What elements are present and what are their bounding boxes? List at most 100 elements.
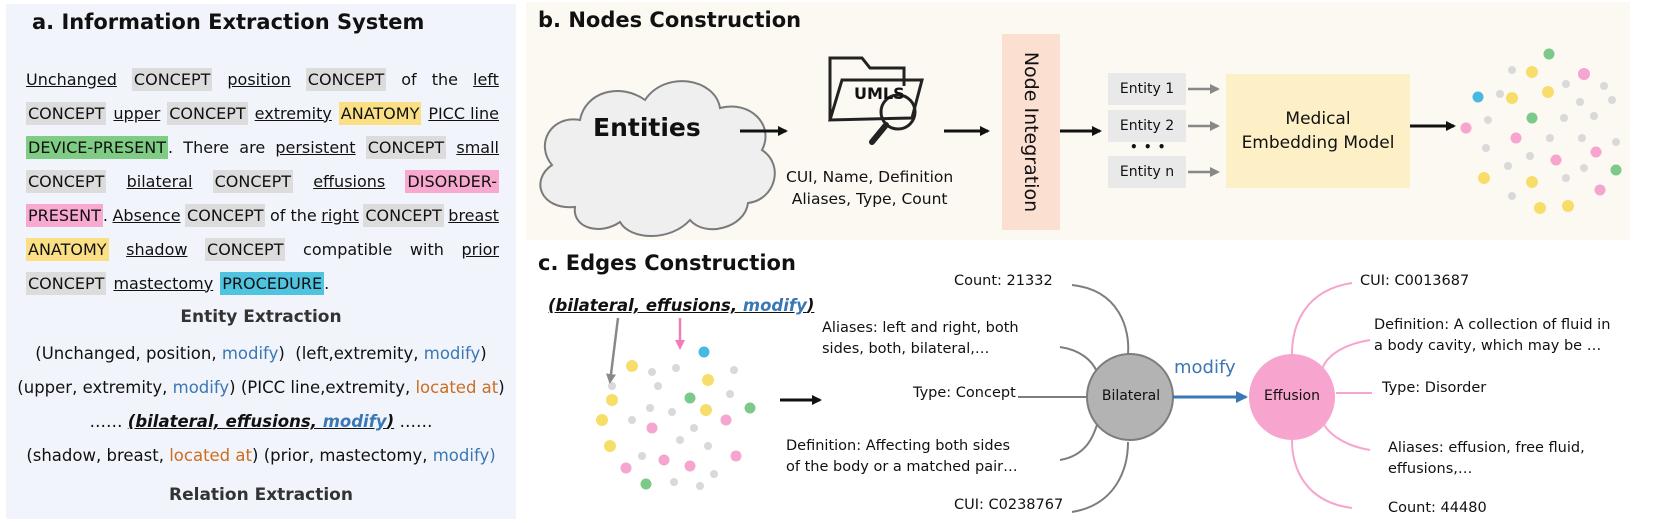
entity-1-box: Entity 1 xyxy=(1108,73,1186,105)
dot xyxy=(1484,116,1492,124)
triple-text: ) xyxy=(252,446,259,465)
aliases-line: sides, both, bilateral,… xyxy=(822,341,990,357)
entity-n-box: Entity n xyxy=(1108,156,1186,188)
effusion-definition: Definition: A collection of fluid in a b… xyxy=(1374,315,1610,357)
dot xyxy=(608,382,616,390)
dot xyxy=(1472,91,1484,103)
effusion-count: Count: 44480 xyxy=(1388,500,1487,516)
concept-tag: CONCEPT xyxy=(26,169,107,193)
concept-tag: CONCEPT xyxy=(26,101,107,125)
report-line-1: Unchanged CONCEPT position CONCEPT of th… xyxy=(26,65,499,93)
report-word: There xyxy=(183,137,230,157)
dot xyxy=(1550,154,1562,166)
bilateral-definition: Definition: Affecting both sides of the … xyxy=(786,436,1018,478)
entities-cloud-shape xyxy=(539,80,776,237)
model-line-1: Medical xyxy=(1285,109,1351,129)
dot xyxy=(690,424,698,432)
dot xyxy=(1504,162,1512,170)
report-line-6: ANATOMY shadow CONCEPT compatible with p… xyxy=(26,235,499,263)
dot xyxy=(1510,132,1522,144)
triple-text: (Unchanged, xyxy=(35,344,141,363)
triple-text: (left, xyxy=(295,344,334,363)
relation-modify: modify xyxy=(742,296,807,315)
modify-edge-label: modify xyxy=(1174,357,1236,378)
dot xyxy=(1612,138,1620,146)
embedding-dot-cloud xyxy=(1460,48,1622,214)
triple-text: (PICC line, xyxy=(240,378,326,397)
dot xyxy=(1482,144,1490,152)
dot xyxy=(604,440,616,452)
concept-tag: CONCEPT xyxy=(365,135,447,159)
triple-text: ) xyxy=(489,446,496,465)
dot xyxy=(700,404,712,416)
dot xyxy=(1542,86,1554,98)
attributes-line-1: CUI, Name, Definition xyxy=(786,168,954,186)
graph-dot-cloud xyxy=(596,346,756,490)
dot xyxy=(1580,164,1588,172)
node-attributes: CUI, Name, Definition Aliases, Type, Cou… xyxy=(786,168,953,208)
embedding-model-box: Medical Embedding Model xyxy=(1226,74,1410,188)
report-line-5: PRESENT. Absence CONCEPT of the right CO… xyxy=(26,201,499,229)
triple-text: breast, xyxy=(106,446,164,465)
bilateral-cui: CUI: C0238767 xyxy=(954,497,1064,513)
dot xyxy=(1590,146,1602,158)
dot xyxy=(1526,66,1538,78)
bilateral-aliases: Aliases: left and right, both sides, bot… xyxy=(822,318,1019,360)
dot xyxy=(638,452,646,460)
dot xyxy=(626,360,638,372)
dot xyxy=(672,364,680,372)
dot xyxy=(730,450,742,462)
dot xyxy=(606,394,618,406)
aliases-line: Aliases: effusion, free fluid, xyxy=(1388,440,1585,456)
model-line-2: Embedding Model xyxy=(1241,133,1395,153)
concept-tag: CONCEPT xyxy=(205,237,286,261)
panel-a-title: a. Information Extraction System xyxy=(32,10,425,34)
concept-tag: CONCEPT xyxy=(185,203,266,227)
definition-line: Definition: A collection of fluid in xyxy=(1374,317,1611,333)
triple-text: extremity, xyxy=(82,378,168,397)
umls-label: UMLS xyxy=(854,84,905,103)
report-word: left xyxy=(473,69,499,89)
report-word: right xyxy=(321,205,359,225)
report-word: PICC line xyxy=(428,103,499,123)
dot xyxy=(1508,192,1516,200)
dot xyxy=(648,368,656,376)
dot xyxy=(658,454,670,466)
dot xyxy=(1508,66,1516,74)
report-word: breast xyxy=(448,205,499,225)
dot xyxy=(1560,114,1568,122)
effusion-node-label: Effusion xyxy=(1264,388,1320,404)
relation-extraction-label: Relation Extraction xyxy=(169,485,353,505)
entity-ellipsis: • • • xyxy=(1130,140,1167,154)
aliases-line: effusions,… xyxy=(1388,461,1473,477)
dot xyxy=(684,460,696,472)
dot xyxy=(1610,164,1622,176)
concept-tag: CONCEPT xyxy=(212,169,294,193)
definition-line: a body cavity, which may be … xyxy=(1374,338,1602,354)
entity-2-box: Entity 2 xyxy=(1108,110,1186,142)
dot xyxy=(628,416,636,424)
report-word: compatible xyxy=(303,239,393,259)
dot xyxy=(1460,122,1472,134)
triple-text: (bilateral, xyxy=(127,412,220,431)
concept-tag: CONCEPT xyxy=(26,271,107,295)
triple-text: ) xyxy=(480,344,487,363)
dot xyxy=(1526,112,1538,124)
report-line-7: CONCEPT mastectomy PROCEDURE. xyxy=(26,269,499,297)
dot xyxy=(1506,92,1518,104)
anatomy-tag: ANATOMY xyxy=(26,237,109,261)
key-triple: (bilateral, effusions, modify) xyxy=(548,296,814,315)
dot xyxy=(696,482,704,490)
dot xyxy=(1496,90,1504,98)
concept-tag: CONCEPT xyxy=(167,101,248,125)
anatomy-tag: ANATOMY xyxy=(338,101,422,125)
triple-text: extremity, xyxy=(333,344,419,363)
triple-text: ) xyxy=(498,378,505,397)
aliases-line: Aliases: left and right, both xyxy=(822,320,1019,336)
dot xyxy=(668,408,676,416)
concept-tag: CONCEPT xyxy=(363,203,444,227)
panel-c-title: c. Edges Construction xyxy=(538,251,796,275)
concept-tag: CONCEPT xyxy=(131,67,213,91)
dot xyxy=(1578,134,1586,142)
panel-b-title: b. Nodes Construction xyxy=(538,8,802,32)
